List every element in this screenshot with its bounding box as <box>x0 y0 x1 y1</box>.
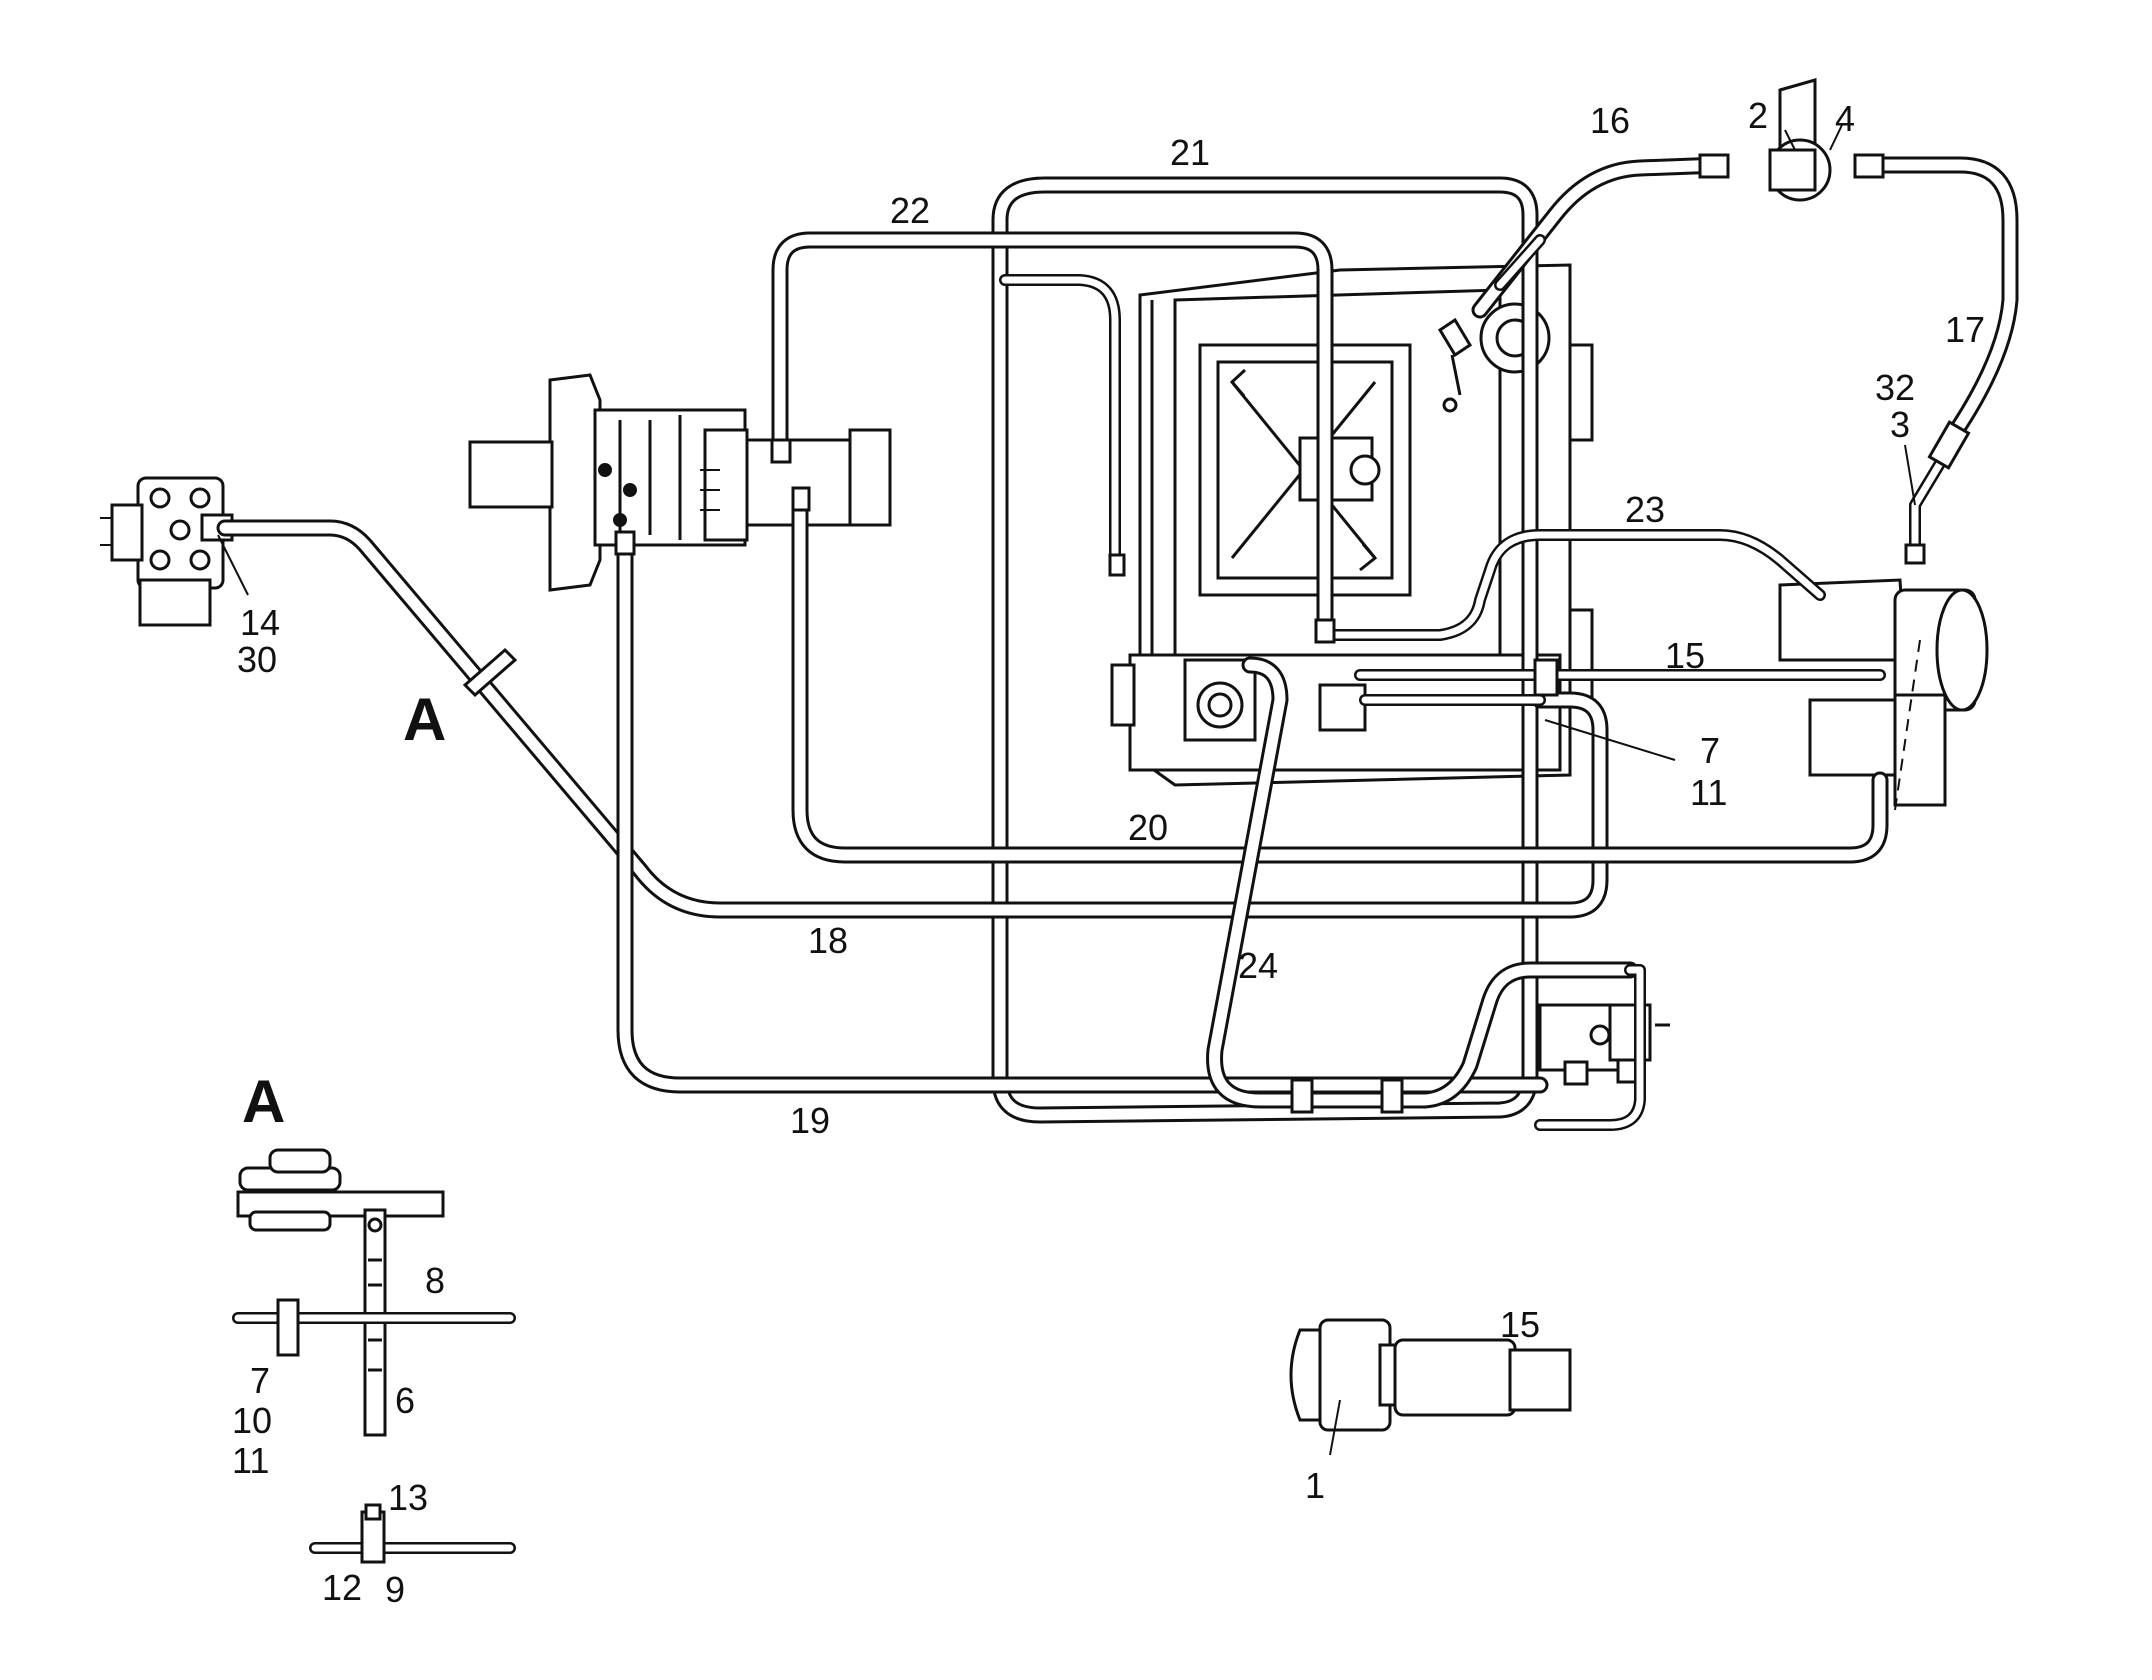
label-4: 4 <box>1835 98 1855 139</box>
label-23: 23 <box>1625 489 1665 530</box>
mounting-bracket <box>1768 78 1832 202</box>
label-7-detail: 7 <box>250 1360 270 1401</box>
label-11-detail: 11 <box>232 1440 269 1481</box>
pressure-valve-block <box>1538 1003 1670 1086</box>
label-17: 17 <box>1945 309 1985 350</box>
label-24: 24 <box>1238 945 1278 986</box>
label-13: 13 <box>388 1477 428 1518</box>
hydraulic-pump-group <box>468 373 892 592</box>
label-12: 12 <box>322 1567 362 1608</box>
label-8: 8 <box>425 1260 445 1301</box>
label-22: 22 <box>890 190 930 231</box>
label-6: 6 <box>395 1380 415 1421</box>
leader-lines <box>217 124 1916 1456</box>
label-16: 16 <box>1590 100 1630 141</box>
label-11-main: 11 <box>1690 772 1727 813</box>
label-32: 32 <box>1875 367 1915 408</box>
hose-fitting-detail <box>1289 1318 1572 1432</box>
label-9: 9 <box>385 1569 405 1610</box>
steering-pump-group <box>1778 578 1989 811</box>
label-15-detail: 15 <box>1500 1304 1540 1345</box>
pipe-runs <box>216 156 2019 1131</box>
detail-marker-a-main: A <box>403 686 446 753</box>
label-21: 21 <box>1170 132 1210 173</box>
label-20: 20 <box>1128 807 1168 848</box>
label-19: 19 <box>790 1100 830 1141</box>
label-3: 3 <box>1890 404 1910 445</box>
label-18: 18 <box>808 920 848 961</box>
label-2: 2 <box>1748 95 1768 136</box>
label-7-main: 7 <box>1700 730 1720 771</box>
fittings <box>462 153 1971 1114</box>
label-15-main: 15 <box>1665 635 1705 676</box>
detail-marker-a-detail: A <box>242 1068 285 1135</box>
control-valve <box>100 476 234 627</box>
label-14: 14 <box>240 602 280 643</box>
callout-labels: 21 22 16 2 4 17 32 3 23 15 7 11 20 18 24… <box>232 95 1985 1610</box>
label-1: 1 <box>1305 1465 1325 1506</box>
label-30: 30 <box>237 639 277 680</box>
detail-a-clamp <box>232 1148 516 1564</box>
label-10: 10 <box>232 1400 272 1441</box>
